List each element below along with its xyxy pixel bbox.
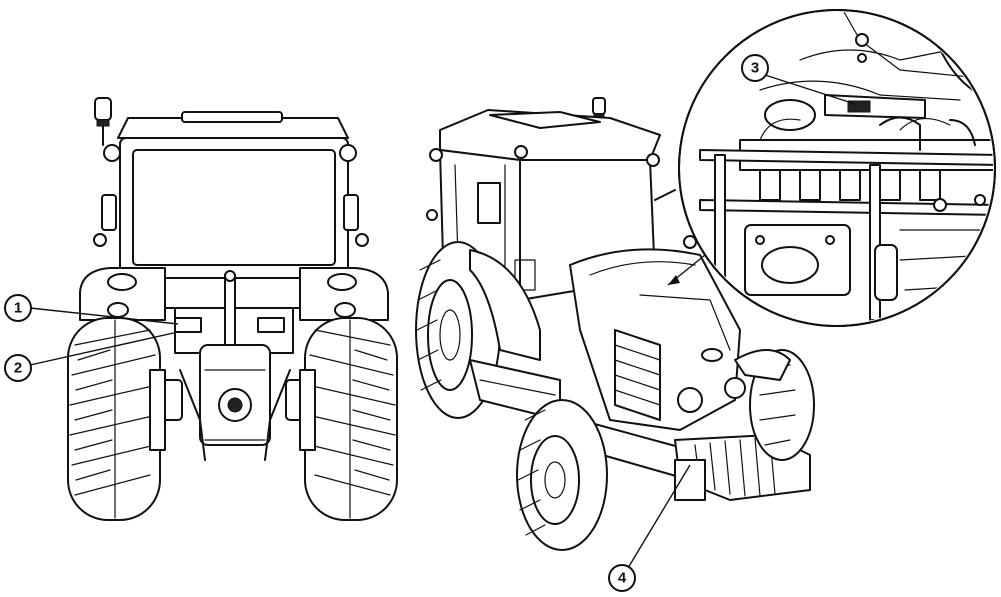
callout-3-label: 3 <box>751 60 759 77</box>
callout-2-label: 2 <box>14 360 22 377</box>
front-grille <box>614 329 661 421</box>
front-left-wheel <box>516 399 608 551</box>
callout-3: 3 <box>741 54 856 105</box>
rear-fender-iso <box>469 249 541 361</box>
tractor-rear-view <box>67 97 398 521</box>
engine-hood <box>569 248 741 431</box>
right-rear-tyre <box>304 317 398 521</box>
callout-1: 1 <box>4 294 179 325</box>
serial-plate-1 <box>174 317 202 333</box>
headlight-right <box>724 377 746 399</box>
rear-window <box>132 149 336 266</box>
callout-2: 2 <box>4 331 179 382</box>
left-rear-tyre <box>67 317 161 521</box>
mirror-iso <box>477 182 501 224</box>
front-fender-iso <box>734 349 791 381</box>
tractor-front-isometric-view <box>415 97 815 551</box>
beacon-light-rear <box>94 97 112 146</box>
right-fender <box>299 267 389 321</box>
serial-plate-3 <box>847 100 871 113</box>
callout-4: 4 <box>608 464 691 592</box>
engine-detail-magnified-view <box>667 9 996 327</box>
fuel-injectors <box>759 169 941 201</box>
serial-plate-4 <box>674 459 706 501</box>
beacon-light-iso <box>592 97 606 115</box>
headlight-left <box>677 387 703 413</box>
callout-4-label: 4 <box>618 570 627 587</box>
callout-1-label: 1 <box>14 300 22 317</box>
